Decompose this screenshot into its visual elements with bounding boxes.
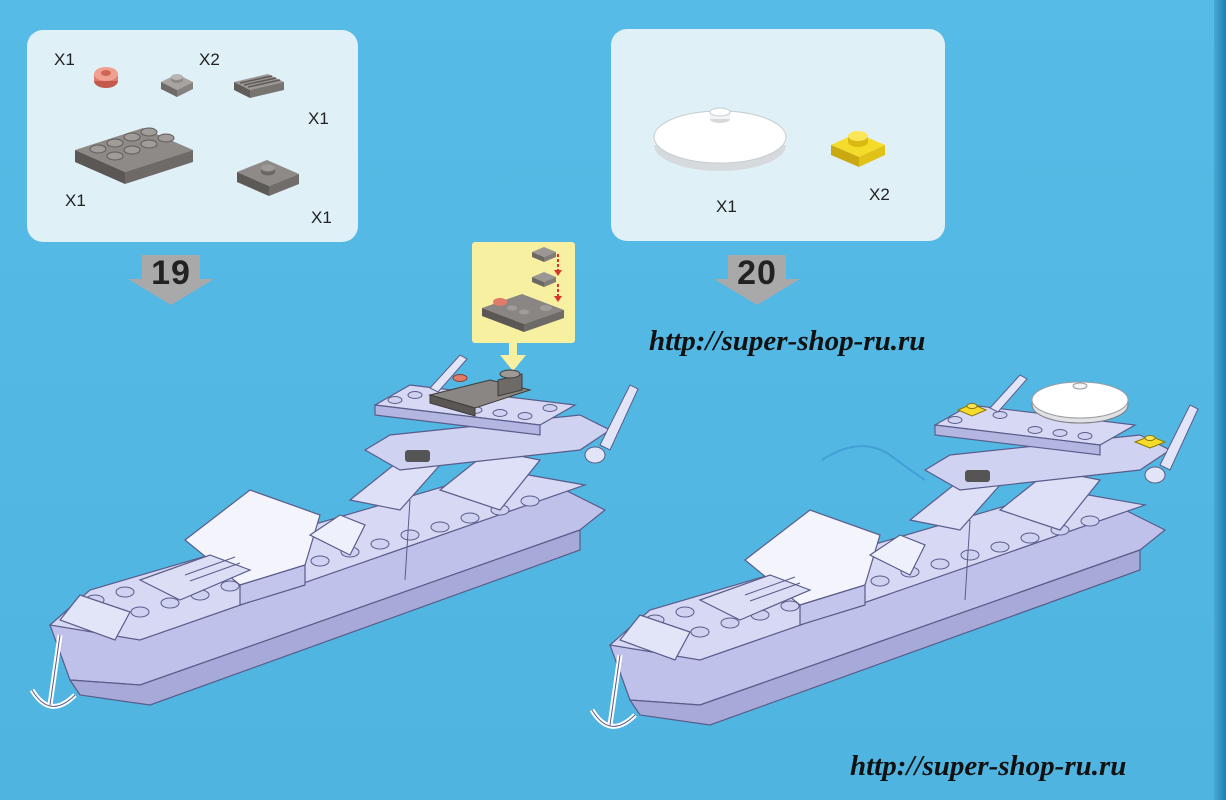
round-red-stud-icon (94, 67, 118, 88)
yellow-1x1-plate-icon (831, 131, 885, 167)
part-qty-radar-dish: X1 (716, 197, 737, 216)
part-qty-round-stud: X1 (54, 50, 75, 69)
part-qty-2x4-plate: X1 (65, 191, 86, 210)
boat-step-20-illustration (589, 374, 1199, 729)
callout-pointer-arrow-icon (500, 343, 526, 371)
gray-1x1-plate-icon (161, 74, 193, 97)
white-radar-dish-icon (653, 107, 787, 171)
watermark-url-middle[interactable]: http://super-shop-ru.ru (649, 325, 926, 357)
part-qty-grille-tile: X1 (308, 109, 329, 128)
boat-step-19-illustration (29, 354, 639, 709)
step-19-number: 19 (151, 254, 191, 292)
step-20-arrow-icon (714, 255, 800, 305)
gray-1x4-grille-tile-icon (234, 74, 284, 98)
gray-jumper-plate-icon (237, 160, 299, 196)
gray-2x4-plate-icon (75, 127, 193, 184)
watermark-url-bottom[interactable]: http://super-shop-ru.ru (850, 750, 1127, 782)
page-edge-shadow (1214, 0, 1226, 800)
sub-assembly-diagram-icon (482, 247, 564, 332)
step-20-parts-panel: X1 X2 (611, 29, 945, 241)
step-20-number: 20 (737, 254, 777, 292)
step-19-parts-panel: X1 X2 X1 X1 X1 (27, 30, 358, 242)
part-qty-jumper-plate: X1 (311, 208, 332, 227)
step-19-arrow-icon (128, 255, 214, 305)
part-qty-yellow-plate: X2 (869, 185, 890, 204)
sub-assembly-callout (472, 242, 575, 343)
pen-mark-scribble (821, 445, 926, 481)
part-qty-1x1-plate: X2 (199, 50, 220, 69)
